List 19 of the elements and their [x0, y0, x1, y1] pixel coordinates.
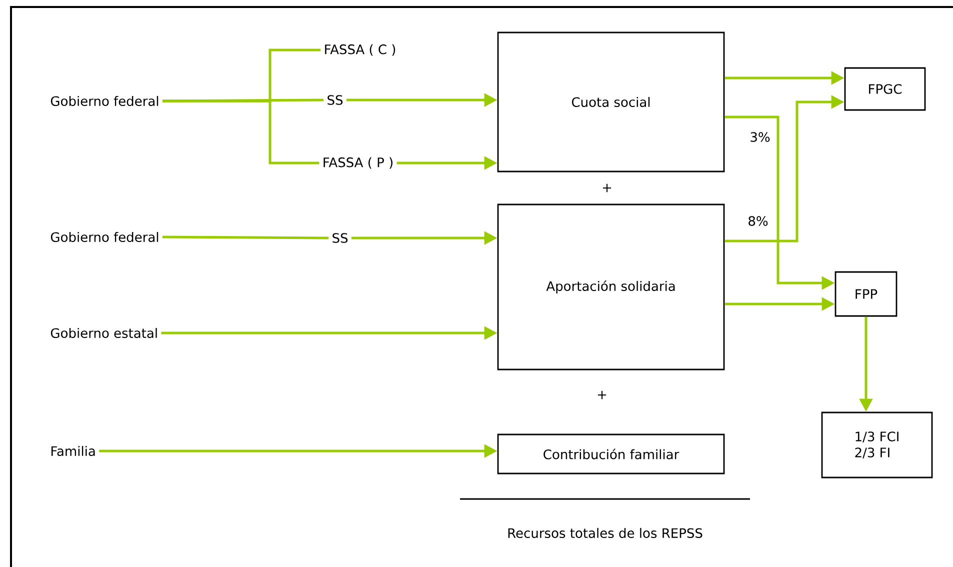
box: FPP — [834, 271, 898, 317]
source-label: SS — [328, 95, 343, 105]
box: FPGC — [844, 67, 926, 111]
plus-sign: + — [598, 390, 606, 400]
box: Aportación solidaria — [497, 204, 725, 370]
total-caption: Recursos totales de los REPSS — [508, 528, 702, 538]
source-label: FASSA ( C ) — [325, 44, 396, 56]
edge-label: 8% — [746, 215, 770, 227]
box: Contribución familiar — [497, 434, 725, 474]
source-label: Gobierno federal — [50, 232, 158, 242]
box: 1/3 FCI 2/3 FI — [821, 412, 933, 478]
source-label: Gobierno federal — [50, 96, 158, 106]
source-label: Familia — [51, 446, 95, 456]
source-label: Gobierno estatal — [50, 328, 157, 338]
plus-sign: + — [602, 184, 612, 192]
source-label: FASSA ( P ) — [324, 157, 392, 169]
box: Cuota social — [497, 32, 725, 172]
edge-label: 3% — [748, 131, 772, 143]
source-label: SS — [332, 233, 348, 243]
